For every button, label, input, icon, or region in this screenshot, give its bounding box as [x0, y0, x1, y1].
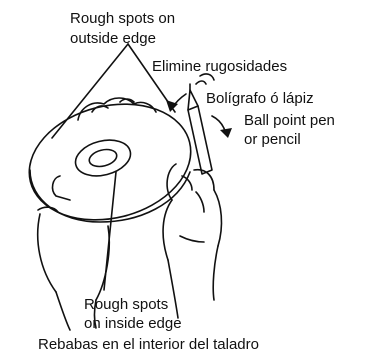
leader-line-outside-left	[52, 44, 128, 138]
label-rough-inside-line2: on inside edge	[84, 315, 182, 333]
label-ballpoint-line2: or pencil	[244, 131, 301, 149]
label-elimine-rugosidades: Elimine rugosidades	[152, 58, 287, 76]
label-rebabas: Rebabas en el interior del taladro	[38, 336, 259, 354]
leader-line-inside	[104, 172, 116, 290]
right-hand	[163, 164, 221, 318]
cd-disc	[17, 88, 203, 236]
label-rough-outside-line1: Rough spots on	[70, 10, 175, 28]
label-ballpoint-line1: Ball point pen	[244, 112, 335, 130]
label-boligrafo: Bolígrafo ó lápiz	[206, 90, 314, 108]
label-rough-inside-line1: Rough spots	[84, 296, 168, 314]
label-rough-outside-line2: outside edge	[70, 30, 156, 48]
